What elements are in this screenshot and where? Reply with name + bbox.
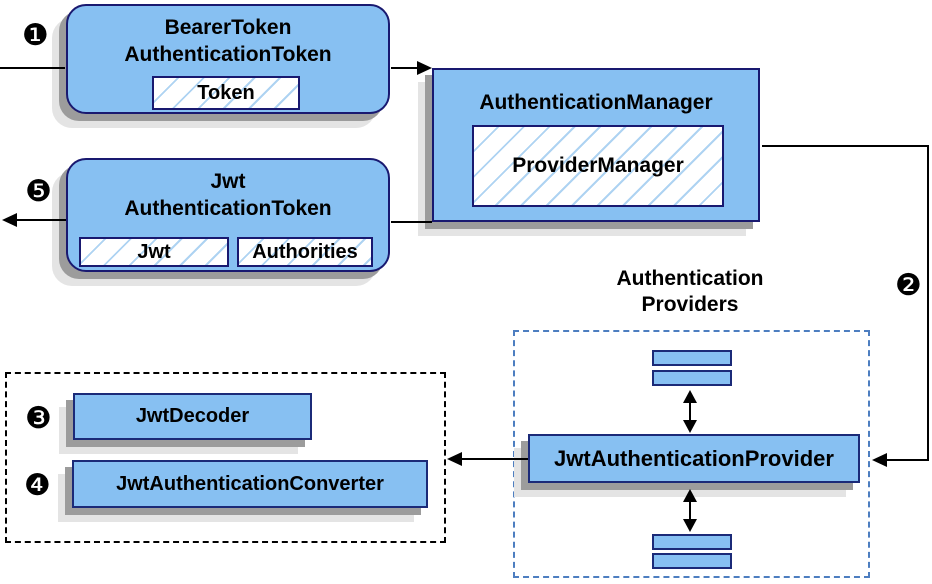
authentication-manager-node: AuthenticationManager ProviderManager: [432, 68, 760, 222]
arrow-jwt-token-outgoing: [2, 213, 66, 227]
jwt-authentication-provider-bar: JwtAuthenticationProvider: [528, 434, 860, 483]
bearer-token-authentication-token-node: BearerToken AuthenticationToken Token: [66, 4, 390, 114]
jwt-decoder-bar: JwtDecoder: [73, 393, 312, 440]
authorities-field: Authorities: [237, 237, 373, 267]
bearer-token-title-line1: BearerToken: [164, 16, 292, 39]
bearer-token-node-title: BearerToken AuthenticationToken: [68, 6, 388, 69]
jwt-field: Jwt: [79, 237, 229, 267]
step-5-badge: ❺: [25, 174, 52, 209]
authentication-manager-title: AuthenticationManager: [479, 91, 713, 114]
provider-manager-field: ProviderManager: [472, 125, 724, 207]
authentication-providers-group-title: Authentication Providers: [555, 266, 825, 319]
jwt-token-node-title: Jwt AuthenticationToken: [68, 160, 388, 223]
provider-placeholder-bar-top-1: [652, 350, 732, 366]
token-field: Token: [152, 76, 300, 110]
jwt-token-title-line2: AuthenticationToken: [124, 196, 332, 220]
providers-title-line1: Authentication: [616, 267, 764, 290]
jwt-authentication-token-node: Jwt AuthenticationToken Jwt Authorities: [66, 158, 390, 272]
step-4-badge: ❹: [24, 468, 51, 503]
providers-title-line2: Providers: [641, 293, 739, 317]
step-2-badge: ❷: [895, 268, 922, 303]
provider-placeholder-bar-top-2: [652, 370, 732, 386]
jwt-token-title-line1: Jwt: [210, 170, 246, 193]
step-1-badge: ❶: [22, 18, 49, 53]
provider-placeholder-bar-bottom-2: [652, 553, 732, 569]
decoder-converter-group-box: [5, 372, 446, 543]
step-3-badge: ❸: [25, 401, 52, 436]
jwt-authentication-converter-bar: JwtAuthenticationConverter: [72, 460, 428, 508]
provider-placeholder-bar-bottom-1: [652, 534, 732, 550]
arrow-bearer-to-manager: [391, 61, 432, 75]
bearer-token-title-line2: AuthenticationToken: [124, 42, 332, 66]
